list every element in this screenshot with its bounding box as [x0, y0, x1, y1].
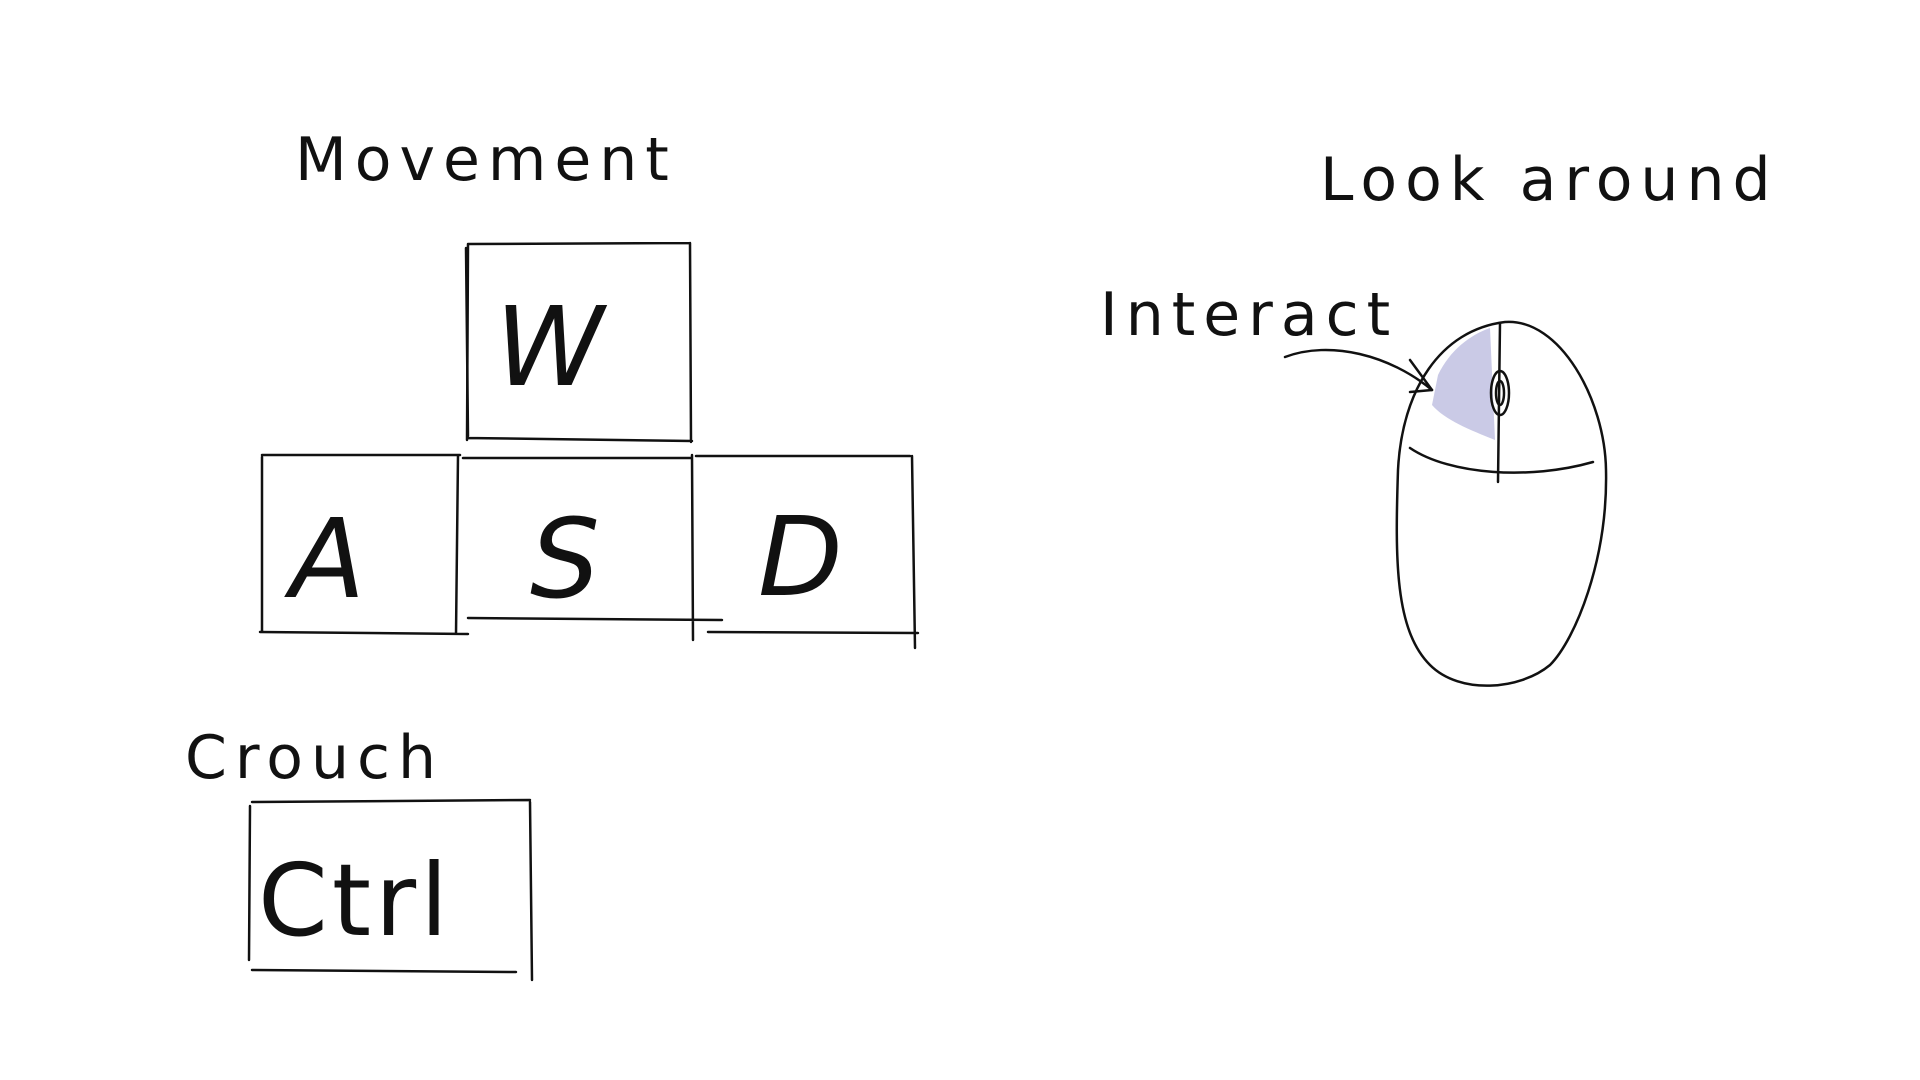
key-ctrl-label: Ctrl	[258, 842, 452, 959]
scroll-wheel	[1489, 369, 1511, 417]
movement-label: Movement	[295, 125, 677, 195]
mouse-icon	[1395, 320, 1608, 687]
look-around-label: Look around	[1320, 145, 1779, 215]
crouch-label: Crouch	[185, 723, 444, 793]
interact-arrow	[1283, 348, 1434, 394]
key-s: S	[461, 453, 724, 642]
key-s-label: S	[530, 495, 600, 623]
key-w-label: W	[495, 283, 608, 411]
key-w: W	[464, 241, 694, 444]
key-d: D	[694, 454, 920, 650]
left-button-highlight	[1432, 328, 1495, 440]
key-a-label: A	[284, 495, 365, 623]
key-d-label: D	[758, 493, 843, 621]
key-a: A	[258, 453, 470, 636]
key-ctrl: Ctrl	[247, 798, 534, 982]
interact-label: Interact	[1100, 280, 1398, 350]
mouse-body	[1395, 320, 1608, 687]
